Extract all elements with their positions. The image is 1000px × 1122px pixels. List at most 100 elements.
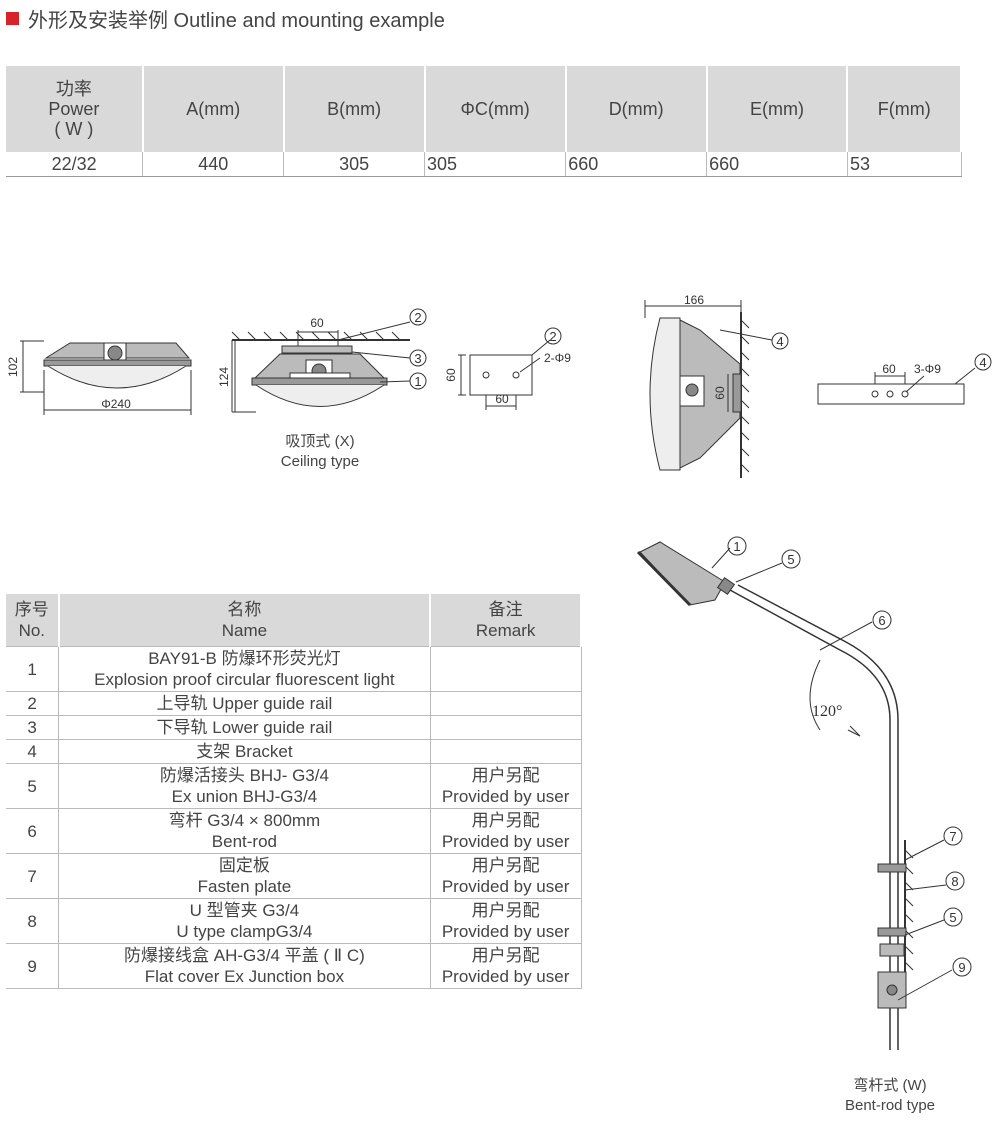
part-remark: 用户另配 Provided by user — [430, 763, 582, 809]
callout-5: 5 — [787, 552, 794, 567]
dim-60-horizontal: 60 — [495, 392, 509, 406]
ceiling-type-caption: 吸顶式 (X) Ceiling type — [260, 432, 380, 472]
part-name-line: 固定板 — [218, 856, 270, 875]
part-remark-line: Provided by user — [441, 832, 570, 851]
no-header-cn: 序号 — [14, 600, 49, 619]
bent-caption-cn: 弯杆式 (W) — [853, 1077, 927, 1094]
remark-header-en: Remark — [475, 621, 536, 640]
a-header: A(mm) — [142, 66, 285, 152]
parts-row: 7 固定板 Fasten plate 用户另配 Provided by user — [6, 853, 582, 899]
power-header-en: Power — [48, 99, 100, 119]
d-header: D(mm) — [565, 66, 708, 152]
parts-row: 1 BAY91-B 防爆环形荧光灯 Explosion proof circular… — [6, 646, 582, 692]
bent-rod-assembly — [636, 541, 953, 1050]
red-square-bullet — [6, 11, 19, 25]
part-remark — [430, 646, 582, 692]
part-remark-line: Provided by user — [441, 922, 570, 941]
part-name-line: Bent-rod — [211, 832, 277, 851]
ceiling-mount-view — [231, 321, 411, 413]
part-number: 1 — [6, 646, 60, 692]
b-value: 305 — [283, 152, 426, 177]
part-name-line: BAY91-B 防爆环形荧光灯 — [148, 649, 341, 668]
ceiling-caption-en: Ceiling type — [280, 453, 360, 470]
d-value: 660 — [565, 152, 708, 177]
part-remark — [430, 715, 582, 740]
part-name-line: 下导轨 Lower guide rail — [156, 718, 333, 737]
part-number-text: 8 — [27, 911, 37, 931]
callout-6: 6 — [878, 613, 885, 628]
no-header: 序号 No. — [6, 594, 60, 647]
e-value: 660 — [706, 152, 848, 177]
part-number: 7 — [6, 853, 60, 899]
callout-1: 1 — [414, 374, 421, 389]
part-name-line: 上导轨 Upper guide rail — [156, 694, 333, 713]
part-name: BAY91-B 防爆环形荧光灯 Explosion proof circular … — [58, 646, 431, 692]
part-name-line: U type clampG3/4 — [176, 922, 313, 941]
c-header: ΦC(mm) — [424, 66, 567, 152]
part-number: 6 — [6, 808, 60, 854]
part-number: 2 — [6, 691, 60, 716]
spec-table: 功率 Power ( W ) A(mm) B(mm) ΦC(mm) D(mm) … — [6, 66, 962, 177]
part-remark-line: 用户另配 — [471, 766, 540, 785]
callout-2b: 2 — [549, 329, 556, 344]
no-header-en: No. — [18, 621, 46, 640]
part-remark-line: 用户另配 — [471, 901, 540, 920]
f-value: 53 — [847, 152, 962, 177]
callout-4b: 4 — [979, 355, 986, 370]
parts-body: 1 BAY91-B 防爆环形荧光灯 Explosion proof circular… — [6, 646, 582, 989]
bracket-view — [817, 367, 976, 405]
power-value: 22/32 — [6, 152, 144, 177]
dim-60-vertical: 60 — [444, 368, 458, 382]
a-value: 440 — [142, 152, 285, 177]
name-header: 名称 Name — [58, 594, 432, 647]
callout-2: 2 — [414, 310, 421, 325]
callout-8: 8 — [951, 874, 958, 889]
section-title: 外形及安装举例 Outline and mounting example — [28, 9, 445, 32]
part-remark-line: 用户另配 — [471, 811, 540, 830]
f-header: F(mm) — [847, 66, 962, 152]
remark-header: 备注 Remark — [430, 594, 582, 647]
dim-60-wall: 60 — [713, 386, 727, 400]
lamp-front-view — [20, 340, 192, 415]
callout-markers: 2 3 1 2 4 4 1 5 6 7 8 5 9 — [409, 308, 992, 977]
part-name-line: Ex union BHJ-G3/4 — [171, 787, 318, 806]
callout-5b: 5 — [949, 910, 956, 925]
e-header: E(mm) — [706, 66, 849, 152]
name-header-en: Name — [221, 621, 268, 640]
part-number-text: 6 — [27, 821, 37, 841]
part-name-line: 防爆接线盒 AH-G3/4 平盖 ( Ⅱ C) — [124, 946, 365, 965]
part-remark-line: Provided by user — [441, 787, 570, 806]
callout-9: 9 — [958, 960, 965, 975]
part-name: 防爆接线盒 AH-G3/4 平盖 ( Ⅱ C)Flat cover Ex Jun… — [58, 943, 431, 989]
power-header-cn: 功率 — [55, 79, 92, 99]
part-remark: 用户另配 Provided by user — [430, 808, 582, 854]
callout-1b: 1 — [733, 539, 740, 554]
callout-3: 3 — [414, 351, 421, 366]
spec-row: 22/32 440 305 305 660 660 53 — [6, 152, 962, 177]
part-name-line: Fasten plate — [197, 877, 292, 896]
bent-rod-type-caption: 弯杆式 (W) Bent-rod type — [820, 1076, 960, 1116]
part-remark: 用户另配 Provided by user — [430, 853, 582, 899]
dim-60-top: 60 — [310, 316, 324, 330]
part-name-line: Explosion proof circular fluorescent lig… — [94, 670, 395, 689]
hole-3-phi9: 3-Φ9 — [914, 362, 941, 376]
angle-120: 120° — [812, 703, 842, 720]
part-remark-line: 用户另配 — [471, 856, 540, 875]
part-number: 9 — [6, 943, 60, 989]
part-remark: 用户另配 Provided by user — [430, 898, 582, 944]
part-remark — [430, 691, 582, 716]
part-remark — [430, 739, 582, 764]
guide-rail-view — [458, 339, 551, 410]
callout-4: 4 — [776, 334, 783, 349]
part-number-text: 7 — [27, 866, 37, 886]
dim-166: 166 — [684, 293, 704, 307]
part-name: 上导轨 Upper guide rail — [58, 691, 431, 716]
part-remark-line: Provided by user — [441, 877, 570, 896]
